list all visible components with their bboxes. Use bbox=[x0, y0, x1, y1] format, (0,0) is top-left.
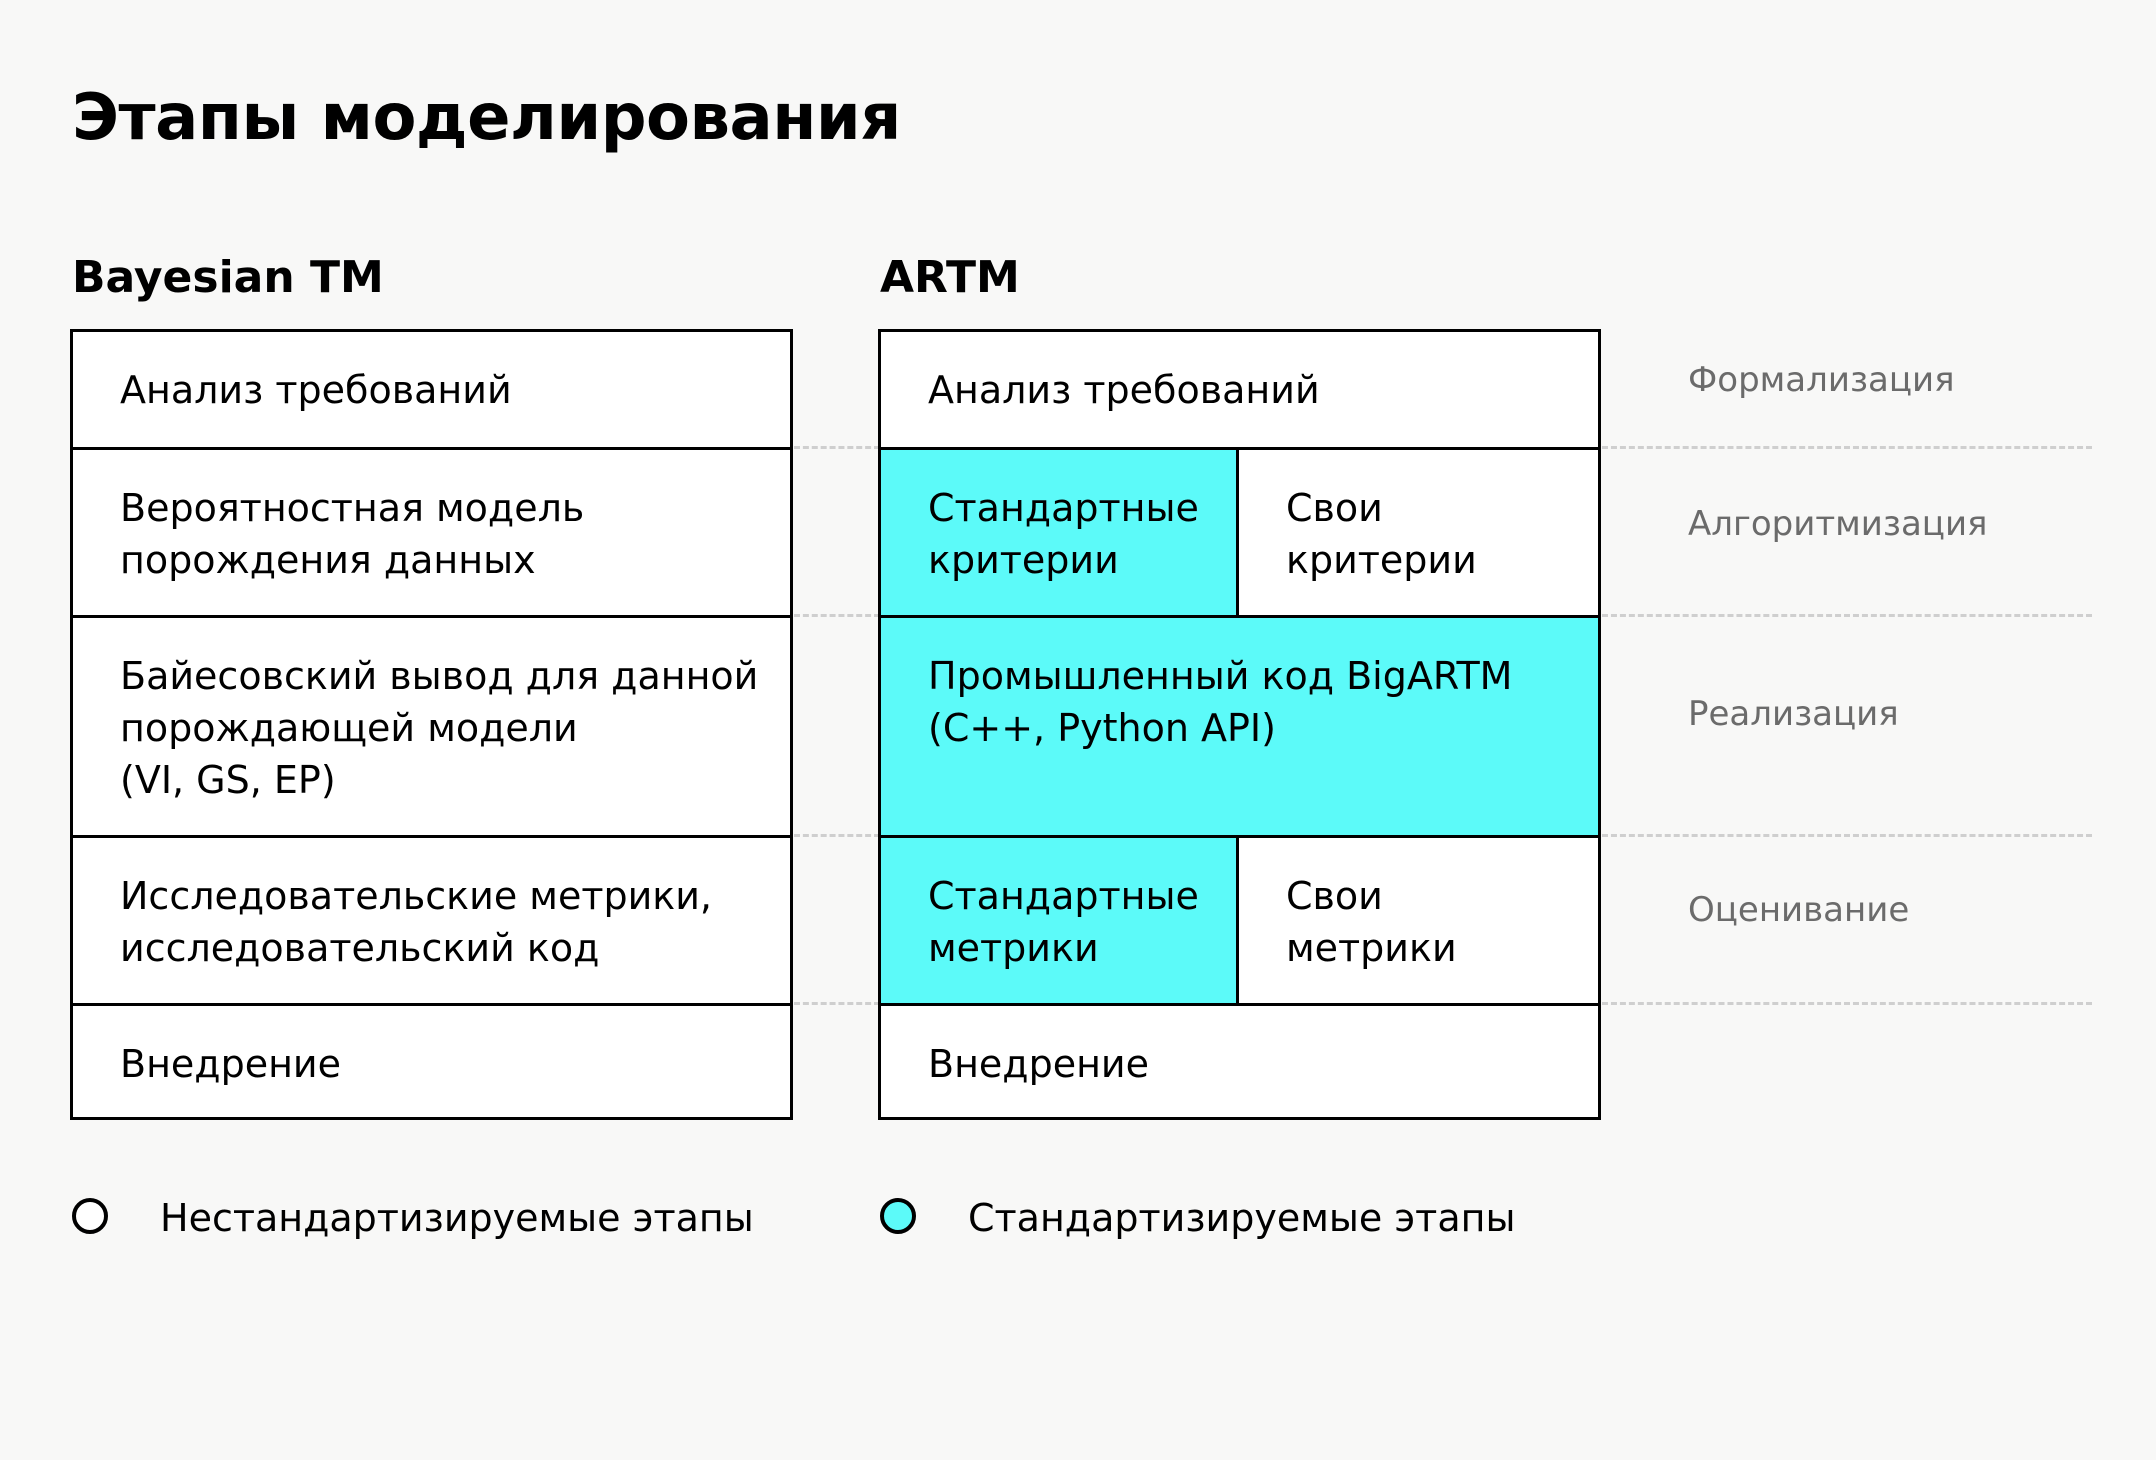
table-row: Анализ требований bbox=[73, 332, 790, 450]
page-title: Этапы моделирования bbox=[72, 81, 901, 155]
stage-divider bbox=[794, 1002, 880, 1005]
stage-divider bbox=[1602, 614, 2092, 617]
bayesian-cell-requirements: Анализ требований bbox=[120, 368, 512, 412]
legend-label: Стандартизируемые этапы bbox=[968, 1196, 1516, 1240]
legend-circle-empty-icon bbox=[72, 1198, 108, 1234]
artm-table: Анализ требований Стандартные критерии С… bbox=[878, 329, 1601, 1120]
table-row: Стандартные критерии Свои критерии bbox=[881, 450, 1598, 618]
table-row: Анализ требований bbox=[881, 332, 1598, 450]
bayesian-cell-deployment: Внедрение bbox=[120, 1042, 341, 1086]
stage-divider bbox=[1602, 446, 2092, 449]
table-row: Промышленный код BigARTM (C++, Python AP… bbox=[881, 618, 1598, 838]
table-row: Стандартные метрики Свои метрики bbox=[881, 838, 1598, 1006]
stage-divider bbox=[794, 834, 880, 837]
stage-label-evaluation: Оценивание bbox=[1688, 890, 1910, 930]
stage-label-implementation: Реализация bbox=[1688, 694, 1899, 734]
table-row: Внедрение bbox=[73, 1006, 790, 1117]
table-row: Байесовский вывод для данной порождающей… bbox=[73, 618, 790, 838]
stage-divider bbox=[794, 614, 880, 617]
artm-cell-deployment: Внедрение bbox=[928, 1042, 1149, 1086]
stage-label-formalization: Формализация bbox=[1688, 360, 1955, 400]
stage-divider bbox=[1602, 834, 2092, 837]
bayesian-table: Анализ требований Вероятностная модель п… bbox=[70, 329, 793, 1120]
table-row: Внедрение bbox=[881, 1006, 1598, 1117]
stage-divider bbox=[794, 446, 880, 449]
table-row: Исследовательские метрики, исследователь… bbox=[73, 838, 790, 1006]
artm-cell-bigartm-code: Промышленный код BigARTM (C++, Python AP… bbox=[881, 618, 1598, 835]
table-row: Вероятностная модель порождения данных bbox=[73, 450, 790, 618]
artm-heading: ARTM bbox=[880, 252, 1020, 303]
legend-label: Нестандартизируемые этапы bbox=[160, 1196, 754, 1240]
legend-circle-filled-icon bbox=[880, 1198, 916, 1234]
stage-label-algorithmization: Алгоритмизация bbox=[1688, 504, 1988, 544]
bayesian-heading: Bayesian TM bbox=[72, 252, 384, 303]
bayesian-cell-inference: Байесовский вывод для данной порождающей… bbox=[120, 654, 759, 802]
artm-cell-standard-metrics: Стандартные метрики bbox=[881, 838, 1239, 1003]
artm-cell-standard-criteria: Стандартные критерии bbox=[881, 450, 1239, 615]
artm-cell-own-criteria: Свои критерии bbox=[1286, 486, 1477, 582]
artm-cell-own-metrics: Свои метрики bbox=[1286, 874, 1457, 970]
artm-cell-requirements: Анализ требований bbox=[928, 368, 1320, 412]
stage-divider bbox=[1602, 1002, 2092, 1005]
bayesian-cell-research-metrics: Исследовательские метрики, исследователь… bbox=[120, 874, 713, 970]
bayesian-cell-probabilistic-model: Вероятностная модель порождения данных bbox=[120, 486, 585, 582]
